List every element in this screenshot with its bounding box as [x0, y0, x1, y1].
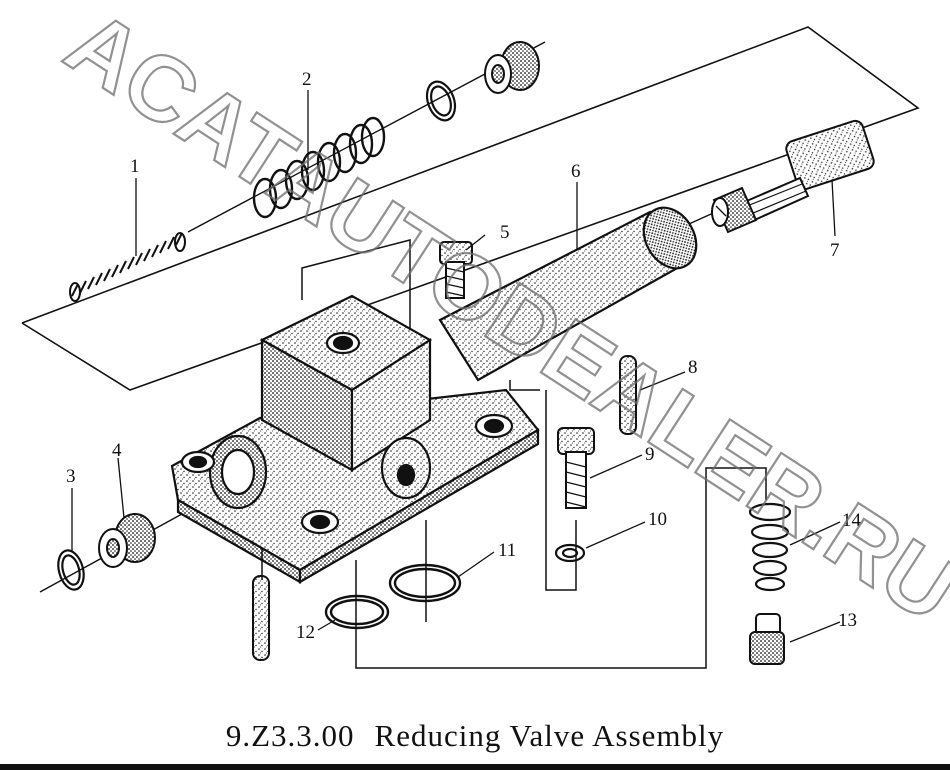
- bottom-border: [0, 764, 950, 770]
- part-2-large-spring: [252, 116, 386, 219]
- callout-4: 4: [112, 440, 122, 461]
- part-3-o-ring: [57, 549, 85, 591]
- callout-12: 12: [296, 622, 315, 643]
- callout-1: 1: [130, 156, 140, 177]
- dowel-pin-lower: [252, 575, 270, 661]
- callout-14: 14: [842, 510, 862, 531]
- part-6-valve-body: [170, 206, 698, 584]
- caption-title: Reducing Valve Assembly: [374, 718, 725, 753]
- part-8-pin: [619, 355, 637, 435]
- callout-8: 8: [688, 357, 698, 378]
- callout-2: 2: [302, 69, 312, 90]
- part-12-o-ring: [324, 594, 390, 630]
- figure-caption: 9.Z3.3.00 Reducing Valve Assembly: [0, 718, 950, 754]
- assembly-plane-outline: [21, 26, 920, 391]
- callout-3: 3: [66, 466, 76, 487]
- part-14-spring: [748, 502, 792, 592]
- callout-10: 10: [648, 509, 667, 530]
- o-ring-upper: [425, 80, 457, 122]
- part-11-o-ring: [388, 563, 462, 603]
- callout-9: 9: [645, 444, 655, 465]
- callout-numbers: 1 2 3 4 5 6 7 8 9 10 11 12 13 14: [66, 69, 862, 643]
- caption-code: 9.Z3.3.00: [225, 718, 355, 753]
- callout-11: 11: [498, 540, 516, 561]
- callout-6: 6: [571, 161, 581, 182]
- bracket-lines: [261, 239, 767, 669]
- part-1-small-spring: [69, 232, 186, 302]
- callout-13: 13: [838, 610, 857, 631]
- plug-upper: [484, 41, 540, 94]
- part-5-bolt: [439, 241, 473, 299]
- part-10-spring-washer: [554, 543, 586, 563]
- part-13-valve-plug: [749, 613, 785, 665]
- callout-leaders: [71, 90, 841, 643]
- part-9-bolt: [557, 427, 595, 509]
- callout-5: 5: [500, 222, 510, 243]
- part-4-plug: [98, 513, 156, 568]
- part-7-adjusting-screw: [711, 119, 875, 234]
- callout-7: 7: [830, 240, 840, 261]
